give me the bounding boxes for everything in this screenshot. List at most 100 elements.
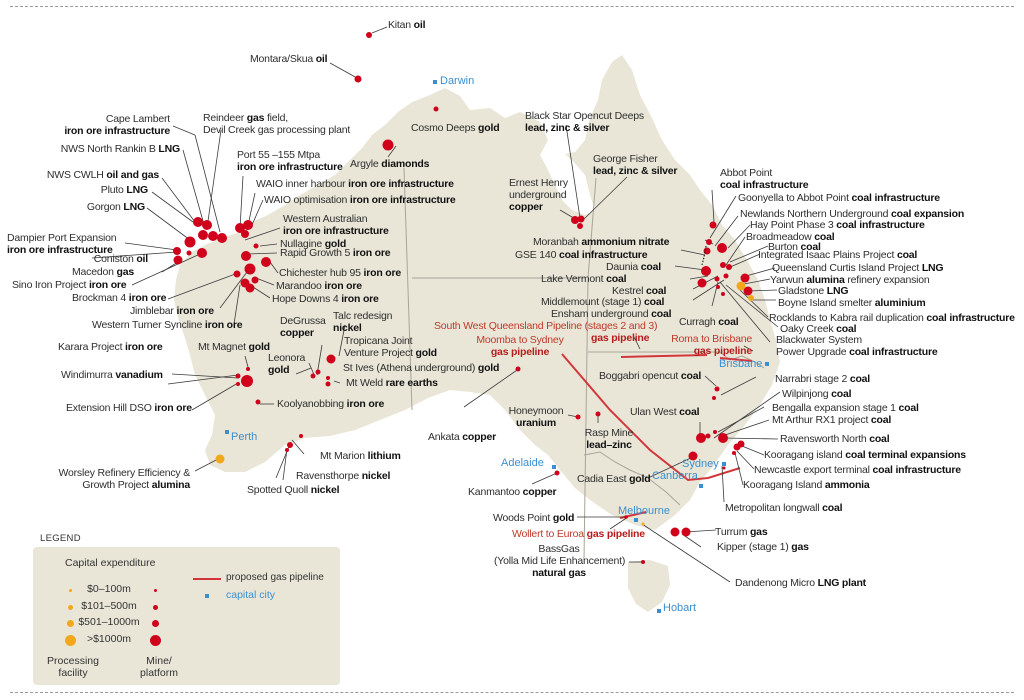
label-kitan: Kitan oil: [388, 19, 426, 31]
label-cadia: Cadia East gold: [577, 473, 651, 485]
label-boyne: Boyne Island smelter aluminium: [778, 297, 926, 309]
label-coniston: Coniston oil: [93, 253, 148, 265]
label-karara: Karara Project iron ore: [58, 341, 163, 353]
label-rocklands: Rocklands to Kabra rail duplication coal…: [769, 312, 1015, 324]
mine-large-dot-icon: [152, 620, 159, 627]
label-ravensthorpe: Ravensthorpe nickel: [296, 470, 391, 482]
label-swq-pipeline: South West Queensland Pipeline (stages 2…: [434, 320, 658, 332]
label-worsley: Worsley Refinery Efficiency &Growth Proj…: [58, 467, 190, 491]
legend-row-over-1000m: >$1000m: [33, 633, 203, 647]
label-mt-marion: Mt Marion lithium: [320, 450, 401, 462]
label-chichester: Chichester hub 95 iron ore: [279, 267, 402, 279]
label-curragh: Curragh coal: [679, 316, 739, 328]
legend-capex-title: Capital expenditure: [65, 557, 156, 569]
label-boggabri: Boggabri opencut coal: [599, 370, 702, 382]
city-melbourne: Melbourne: [618, 505, 670, 517]
city-sydney: Sydney: [682, 458, 719, 470]
label-dandenong: Dandenong Micro LNG plant: [735, 577, 866, 589]
label-argyle: Argyle diamonds: [350, 158, 430, 170]
label-woods-point: Woods Point gold: [493, 512, 575, 524]
label-montara: Montara/Skua oil: [250, 53, 328, 65]
city-canberra: Canberra: [652, 470, 698, 482]
legend-pipeline-label: proposed gas pipeline: [226, 572, 324, 583]
processing-facility-dots: [215, 281, 754, 526]
label-burton: Burton coal: [768, 241, 821, 253]
label-windimurra: Windimurra vanadium: [61, 369, 163, 381]
label-curtis-island: Queensland Curtis Island Project LNG: [772, 262, 944, 274]
label-koolyanobbing: Koolyanobbing iron ore: [277, 398, 385, 410]
label-mt-weld: Mt Weld rare earths: [346, 377, 438, 389]
label-wollert: Wollert to Euroa gas pipeline: [512, 528, 645, 540]
capital-city-square-icon: [205, 594, 209, 598]
label-wilpinjong: Wilpinjong coal: [782, 388, 852, 400]
label-yarwun: Yarwun alumina refinery expansion: [770, 274, 930, 286]
label-brockman: Brockman 4 iron ore: [72, 292, 167, 304]
city-darwin: Darwin: [440, 75, 475, 87]
label-turrum: Turrum gas: [715, 526, 768, 538]
label-st-ives: St Ives (Athena underground) gold: [343, 362, 500, 374]
processing-large-dot-icon: [67, 620, 74, 627]
label-reindeer: Reindeer gas field,Devil Creek gas proce…: [203, 112, 351, 136]
label-waio-opt: WAIO optimisation iron ore infrastructur…: [264, 194, 456, 206]
label-ankata: Ankata copper: [428, 431, 497, 443]
rail-line: [701, 245, 707, 266]
city-perth: Perth: [231, 431, 258, 443]
label-middlemount: Middlemount (stage 1) coal: [541, 296, 665, 308]
label-daunia: Daunia coal: [606, 261, 662, 273]
gulf-of-carpentaria: [540, 140, 595, 215]
label-narrabri: Narrabri stage 2 coal: [775, 373, 871, 385]
label-goonyella: Goonyella to Abbot Point coal infrastruc…: [738, 192, 940, 204]
pipeline-line-icon: [193, 578, 221, 580]
state-borders: [403, 167, 765, 561]
label-rapid-growth: Rapid Growth 5 iron ore: [280, 247, 391, 259]
mine-medium-dot-icon: [153, 605, 158, 610]
city-brisbane: Brisbane: [719, 358, 763, 370]
label-hay-point: Hay Point Phase 3 coal infrastructure: [750, 219, 925, 231]
legend-row-101-500m: $101–500m: [33, 600, 203, 614]
label-marandoo: Marandoo iron ore: [276, 280, 362, 292]
capital-city-markers: [225, 80, 769, 613]
label-nullagine: Nullagine gold: [280, 238, 347, 250]
processing-xlarge-dot-icon: [65, 635, 76, 646]
label-western-turner: Western Turner Syncline iron ore: [92, 319, 243, 331]
label-gorgon: Gorgon LNG: [86, 201, 145, 213]
legend-row-501-1000m: $501–1000m: [33, 616, 203, 630]
city-adelaide: Adelaide: [501, 457, 544, 469]
mine-xlarge-dot-icon: [150, 635, 161, 646]
label-mt-arthur: Mt Arthur RX1 project coal: [772, 414, 892, 426]
label-newcastle: Newcastle export terminal coal infrastru…: [754, 464, 961, 476]
processing-small-dot-icon: [69, 589, 72, 592]
label-kanmantoo: Kanmantoo copper: [468, 486, 557, 498]
legend-mine-platform: Mine/platform: [140, 655, 178, 679]
label-spotted-quoll: Spotted Quoll nickel: [247, 484, 340, 496]
label-swq-pipeline-type: gas pipeline: [591, 332, 650, 344]
legend-title: LEGEND: [40, 533, 81, 544]
label-ensham: Ensham underground coal: [551, 308, 672, 320]
label-nws-rankin: NWS North Rankin B LNG: [60, 143, 181, 155]
label-gse140: GSE 140 coal infrastructure: [515, 249, 648, 261]
label-kestrel: Kestrel coal: [612, 285, 667, 297]
bottom-divider: [10, 692, 1014, 693]
australia-landmass: [174, 55, 780, 530]
top-divider: [10, 6, 1014, 7]
label-broadmeadow: Broadmeadow coal: [746, 231, 835, 243]
label-ravensworth: Ravensworth North coal: [780, 433, 890, 445]
label-bassgas: BassGas(Yolla Mid Life Enhancement)natur…: [494, 543, 626, 579]
city-hobart: Hobart: [663, 602, 697, 614]
